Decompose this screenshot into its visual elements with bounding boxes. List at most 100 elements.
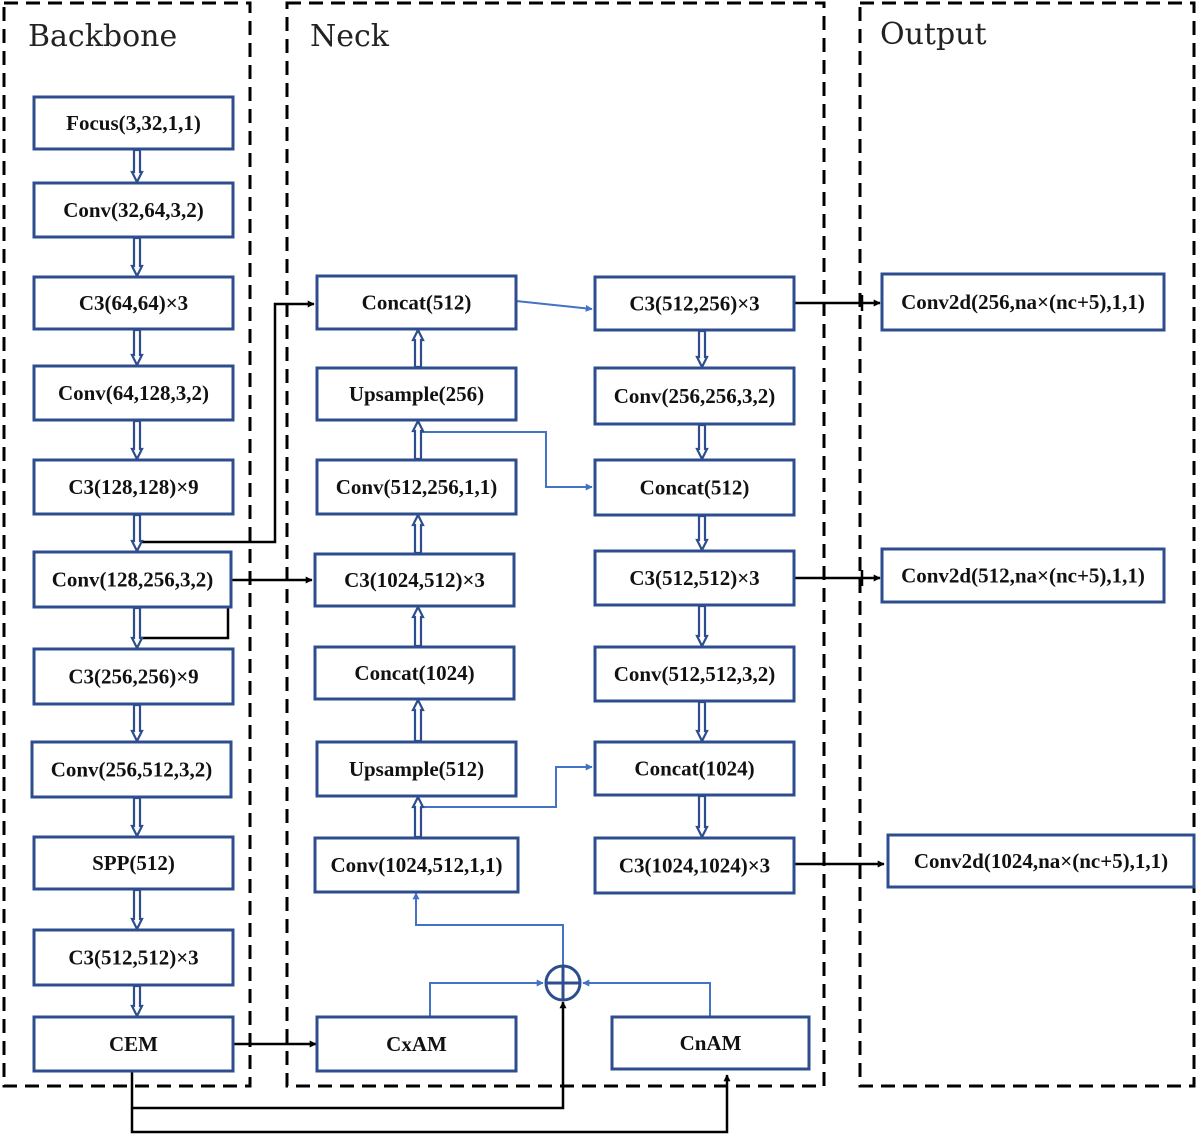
neck-right-node-conv-512-512-3-2: Conv(512,512,3,2) (593, 645, 796, 703)
neck-right-node-concat-512: Concat(512) (593, 458, 796, 517)
cem-to-add-arrow (130, 1001, 567, 1110)
node-box (32, 364, 235, 422)
neck-right-node-concat-1024: Concat(1024) (593, 740, 796, 797)
node-box (880, 272, 1166, 332)
node-box (593, 836, 796, 895)
node-label: Conv2d(1024,na×(nc+5),1,1) (914, 849, 1168, 873)
up-arrow-icon (411, 794, 425, 839)
up-arrow-icon (411, 697, 425, 743)
node-label: Upsample(512) (349, 757, 484, 781)
conv-512-256-to-concat-512-arrow (418, 431, 593, 491)
node-label: Conv(512,256,1,1) (336, 475, 498, 499)
neck-left-node-upsample-512: Upsample(512) (315, 740, 518, 798)
nodes: Focus(3,32,1,1) Conv(32,64,3,2) C3(64,64)×… (30, 95, 1196, 1073)
node-box (315, 366, 518, 422)
node-label: Conv2d(512,na×(nc+5),1,1) (901, 564, 1145, 588)
up-arrow-icon (411, 604, 425, 648)
node-label: C3(64,64)×3 (79, 291, 188, 315)
node-box (886, 833, 1196, 889)
node-label: C3(256,256)×9 (68, 665, 198, 689)
output-node-conv2d-256-nax-nc-5-1-1: Conv2d(256,na×(nc+5),1,1) (880, 272, 1166, 332)
down-arrow-icon (130, 606, 144, 651)
node-label: Conv(128,256,3,2) (52, 568, 214, 592)
backbone-node-conv-32-64-3-2: Conv(32,64,3,2) (32, 181, 235, 239)
up-arrow-icon (411, 512, 425, 555)
node-box (30, 740, 233, 799)
down-arrow-icon (130, 888, 144, 932)
backbone-node-cem: CEM (32, 1015, 235, 1073)
node-box (32, 928, 235, 987)
node-label: CnAM (680, 1031, 742, 1055)
down-arrow-icon (130, 703, 144, 744)
down-arrow-icon (695, 329, 709, 370)
node-box (315, 458, 518, 516)
node-label: Concat(512) (362, 291, 472, 315)
node-box (315, 1015, 518, 1073)
node-label: Concat(512) (640, 476, 750, 500)
backbone-node-focus-3-32-1-1: Focus(3,32,1,1) (32, 95, 235, 151)
down-arrow-icon (695, 700, 709, 744)
down-arrow-icon (695, 423, 709, 462)
down-arrow-icon (130, 513, 144, 554)
node-label: CEM (109, 1032, 158, 1056)
node-box (593, 275, 796, 332)
node-label: Conv(64,128,3,2) (58, 381, 209, 405)
neck-right-node-conv-256-256-3-2: Conv(256,256,3,2) (593, 366, 796, 426)
node-box (32, 181, 235, 239)
node-box (880, 547, 1166, 604)
hollow-arrows (130, 148, 709, 1019)
node-box (593, 740, 796, 797)
attention-node-cnam: CnAM (610, 1015, 811, 1071)
backbone-node-conv-64-128-3-2: Conv(64,128,3,2) (32, 364, 235, 422)
backbone-title: Backbone (28, 19, 177, 54)
node-box (315, 274, 518, 331)
up-arrow-icon (411, 327, 425, 369)
blue-connectors (412, 300, 711, 1017)
backbone-node-c3-128-128-x9: C3(128,128)×9 (32, 458, 235, 516)
output-title: Output (880, 17, 987, 52)
backbone-node-conv-128-256-3-2: Conv(128,256,3,2) (32, 550, 233, 609)
node-box (593, 458, 796, 517)
neck-right-node-c3-512-256-x3: C3(512,256)×3 (593, 275, 796, 332)
backbone-node-c3-512-512-x3: C3(512,512)×3 (32, 928, 235, 987)
backbone-node-c3-64-64-x3: C3(64,64)×3 (32, 275, 235, 331)
down-arrow-icon (695, 794, 709, 840)
node-label: Conv(256,512,3,2) (51, 758, 213, 782)
node-box (313, 836, 520, 894)
neck-title: Neck (310, 19, 390, 54)
neck-left-node-c3-1024-512-x3: C3(1024,512)×3 (313, 552, 516, 608)
down-arrow-icon (695, 604, 709, 649)
attention-node-cxam: CxAM (315, 1015, 518, 1073)
backbone-to-neck-c3-1024-arrow (140, 576, 313, 640)
node-label: Conv(1024,512,1,1) (330, 853, 502, 877)
node-box (315, 740, 518, 798)
node-label: Conv2d(256,na×(nc+5),1,1) (901, 290, 1145, 314)
elementwise-add-icon (544, 964, 582, 1002)
node-box (593, 549, 796, 607)
neck-section (285, 1, 826, 1088)
node-label: Conv(256,256,3,2) (614, 384, 776, 408)
node-box (610, 1015, 811, 1071)
node-label: C3(1024,512)×3 (344, 568, 485, 592)
neck-left-node-conv-1024-512-1-1: Conv(1024,512,1,1) (313, 836, 520, 894)
down-arrow-icon (130, 236, 144, 279)
neck-left-node-upsample-256: Upsample(256) (315, 366, 518, 422)
neck-right-node-c3-512-512-x3: C3(512,512)×3 (593, 549, 796, 607)
backbone-node-spp-512: SPP(512) (32, 835, 235, 891)
node-box (32, 275, 235, 331)
node-box (32, 95, 235, 151)
node-label: Upsample(256) (349, 382, 484, 406)
cxam-to-add-arrow (429, 979, 544, 1017)
node-box (32, 550, 233, 609)
node-label: Concat(1024) (354, 661, 474, 685)
backbone-to-neck-concat-512-arrow (140, 300, 315, 544)
node-label: C3(512,512)×3 (68, 946, 198, 970)
node-box (313, 552, 516, 608)
backbone-node-conv-256-512-3-2: Conv(256,512,3,2) (30, 740, 233, 799)
node-label: Concat(1024) (634, 757, 754, 781)
down-arrow-icon (130, 148, 144, 185)
node-label: Focus(3,32,1,1) (66, 111, 201, 135)
neck-left-node-conv-512-256-1-1: Conv(512,256,1,1) (315, 458, 518, 516)
node-label: CxAM (386, 1032, 447, 1056)
cnam-to-add-arrow (582, 979, 711, 1017)
